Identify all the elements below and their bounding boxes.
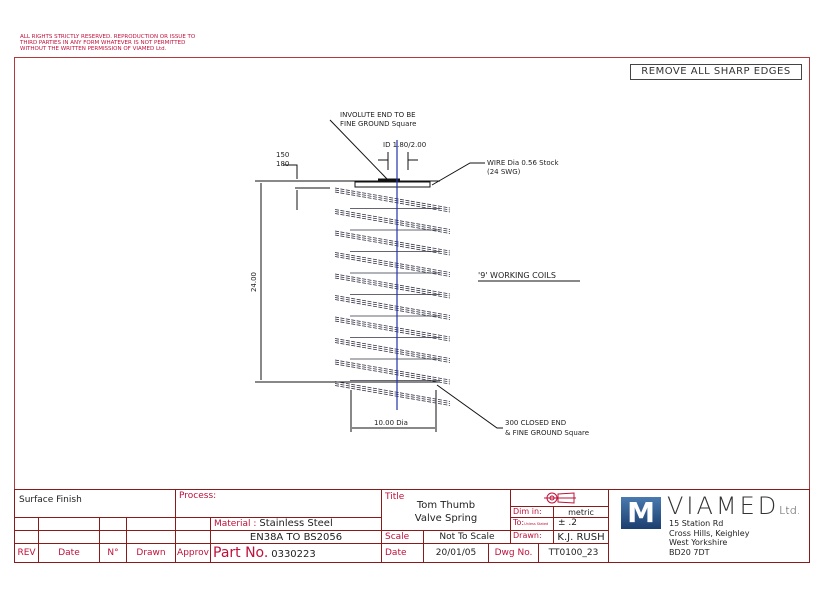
coil-line [334, 275, 451, 297]
coil-line [334, 381, 451, 402]
dim-150: 150 [276, 151, 289, 159]
dwg-number: TT0100_23 [538, 543, 609, 563]
part-number: Part No. 0330223 [210, 543, 382, 563]
coil-line [334, 277, 451, 299]
coil-line [334, 361, 451, 383]
wire-note: WIRE Dia 0.56 Stock [487, 159, 559, 167]
tolerance-value: ± .2 [553, 517, 609, 531]
scale-value: Not To Scale [423, 530, 511, 544]
projection-symbol [510, 489, 609, 507]
coil-line [334, 363, 451, 385]
coil-line [334, 338, 451, 359]
rev-header: REV [14, 543, 39, 563]
dim-180: 180 [276, 160, 289, 168]
material-spec: EN38A TO BS2056 [210, 530, 382, 544]
coil-line [334, 254, 451, 275]
coil-line [334, 383, 451, 404]
date-value: 20/01/05 [423, 543, 489, 563]
copyright-notice: ALL RIGHTS STRICTLY RESERVED. REPRODUCTI… [20, 34, 196, 52]
viamed-logo: M [621, 497, 661, 529]
coil-line [334, 385, 451, 406]
coil-line [334, 211, 451, 232]
coil-line [334, 318, 451, 340]
remove-sharp-edges-note: REMOVE ALL SHARP EDGES [630, 64, 802, 80]
approv-header: Approv [175, 543, 211, 563]
closed-end-note-2: & FINE GROUND Square [505, 429, 589, 437]
coil-line [334, 189, 451, 211]
closed-end-note: 300 CLOSED END [505, 419, 566, 427]
coil-line [334, 232, 451, 254]
coil-line [334, 213, 451, 234]
date-header: Date [38, 543, 100, 563]
coil-line [334, 230, 451, 252]
spring-coils [334, 187, 451, 406]
coil-line [334, 295, 451, 316]
dwg-label: Dwg No. [488, 543, 539, 563]
wire-leader [431, 162, 485, 186]
coil-line [334, 340, 451, 361]
date-label: Date [381, 543, 424, 563]
working-coils-note: '9' WORKING COILS [478, 271, 556, 280]
company-name: VIAMEDLtd. [667, 492, 801, 520]
involute-note-2: FINE GROUND Square [340, 120, 416, 128]
coil-line [334, 297, 451, 318]
tolerance-label: To:Unless Stated [510, 517, 554, 531]
number-header: N° [99, 543, 127, 563]
surface-finish: Surface Finish [14, 489, 176, 518]
third-angle-projection-icon [543, 492, 576, 504]
coil-line [334, 191, 451, 213]
coil-line [334, 209, 451, 230]
coil-line [334, 252, 451, 273]
id-dimension: ID 1.80/2.00 [383, 141, 426, 149]
material-field: Material : Stainless Steel [210, 517, 382, 531]
closed-end-leader [436, 384, 503, 429]
scale-label: Scale [381, 530, 424, 544]
drawn-header: Drawn [126, 543, 176, 563]
dia-label: 10.00 Dia [374, 419, 408, 427]
coil-line [334, 234, 451, 256]
coil-line [334, 320, 451, 342]
drawn-label: Drawn: [510, 530, 554, 544]
involute-leader [329, 119, 389, 181]
involute-note: INVOLUTE END TO BE [340, 111, 416, 119]
coil-line [334, 359, 451, 381]
coil-line [334, 342, 451, 363]
coil-line [334, 256, 451, 277]
height-label: 24.00 [250, 272, 258, 292]
coil-line [334, 316, 451, 338]
drawn-by: K.J. RUSH [553, 530, 609, 544]
wire-note-2: (24 SWG) [487, 168, 521, 176]
process-label: Process: [175, 489, 382, 518]
coil-line [334, 299, 451, 320]
coil-line [334, 187, 451, 209]
coil-line [334, 273, 451, 295]
